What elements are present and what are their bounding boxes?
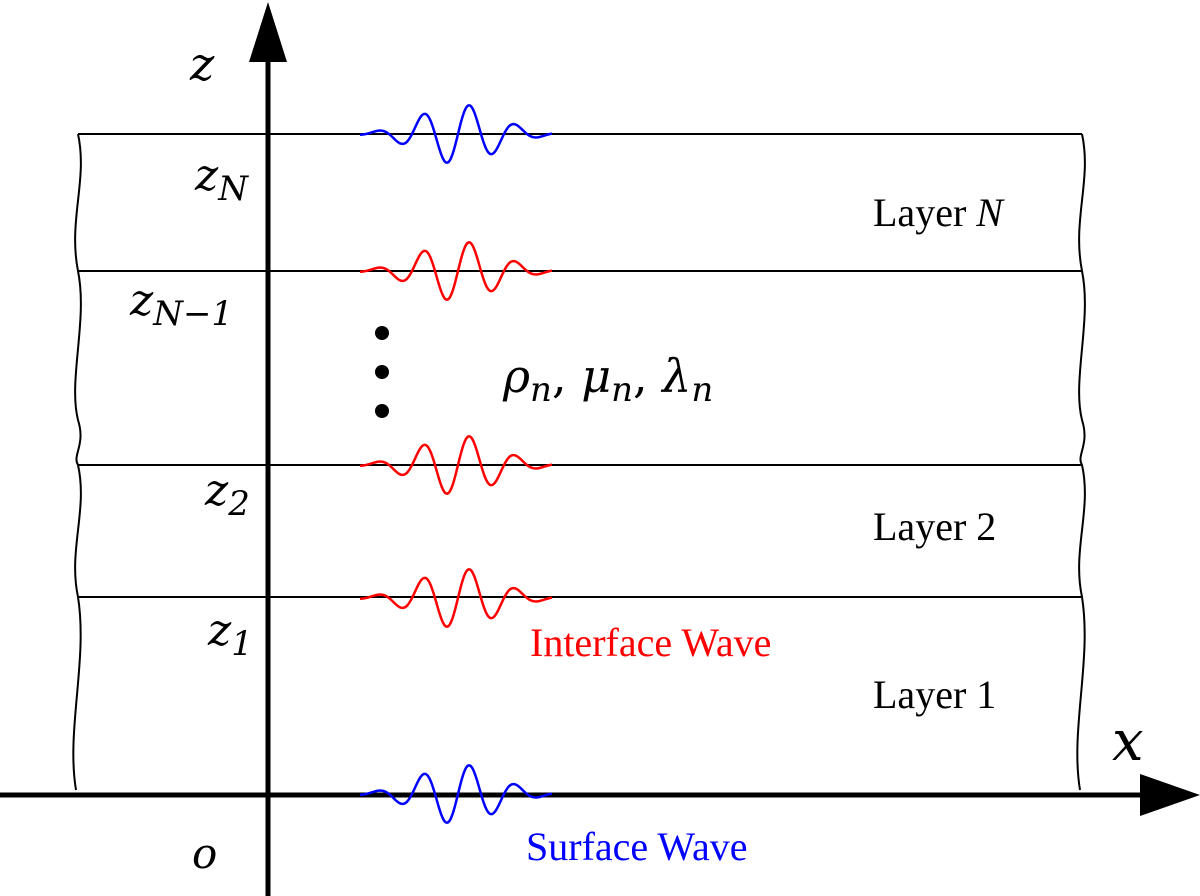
layer-label-1: Layer 1 [873,672,996,717]
interface-label-z2: z2 [204,465,250,524]
interface-subscript: 1 [231,624,253,664]
right-break-line [1076,133,1086,791]
interface-wave-z1 [359,568,553,628]
interface-label-zN: zN [194,150,249,209]
z-axis-label: z [189,37,215,91]
material-parameters: ρn, μn, λn [502,349,713,410]
interface-base: z [194,150,219,201]
layer-label-N: Layer N [873,190,1005,235]
layer-label-var: N [975,190,1005,235]
ellipsis-dot [375,326,389,340]
side-break-lines [72,133,1086,791]
z-axis-arrowhead [249,2,287,62]
surface-wave-bottom [359,764,553,824]
x-axis-label: x [1112,709,1144,774]
interface-subscript: N [217,169,249,209]
param-separator: , [552,349,581,403]
param-mu: μ [581,349,611,403]
interface-base: z [204,465,229,516]
param-subscript: n [691,370,713,410]
param-separator: , [633,349,662,403]
param-rho: ρ [502,349,530,403]
interface-label-z1: z1 [207,605,253,664]
x-axis-arrowhead [1140,774,1200,816]
wave-packets [359,104,553,824]
interface-subscript: 2 [227,484,250,524]
surface-wave-label: Surface Wave [526,824,747,869]
interface-label-zN-1: zN−1 [129,275,233,334]
layer-label-text: Layer [873,190,976,235]
surface-wave-top [359,104,553,164]
layer-label-2: Layer 2 [873,504,996,549]
param-subscript: n [611,370,633,410]
interface-base: z [129,275,154,326]
origin-label: o [192,829,217,878]
interface-wave-zN-1 [359,241,553,301]
interface-wave-label: Interface Wave [530,620,771,665]
interface-base: z [207,605,232,656]
interface-wave-z2 [359,435,553,495]
left-break-line [72,133,82,791]
ellipsis-dot [375,404,389,418]
ellipsis-dot [375,365,389,379]
param-lambda: λ [660,349,691,403]
interface-subscript: N−1 [152,294,233,334]
layer-boundaries [78,133,1082,598]
param-subscript: n [530,370,552,410]
vertical-ellipsis [375,326,389,418]
